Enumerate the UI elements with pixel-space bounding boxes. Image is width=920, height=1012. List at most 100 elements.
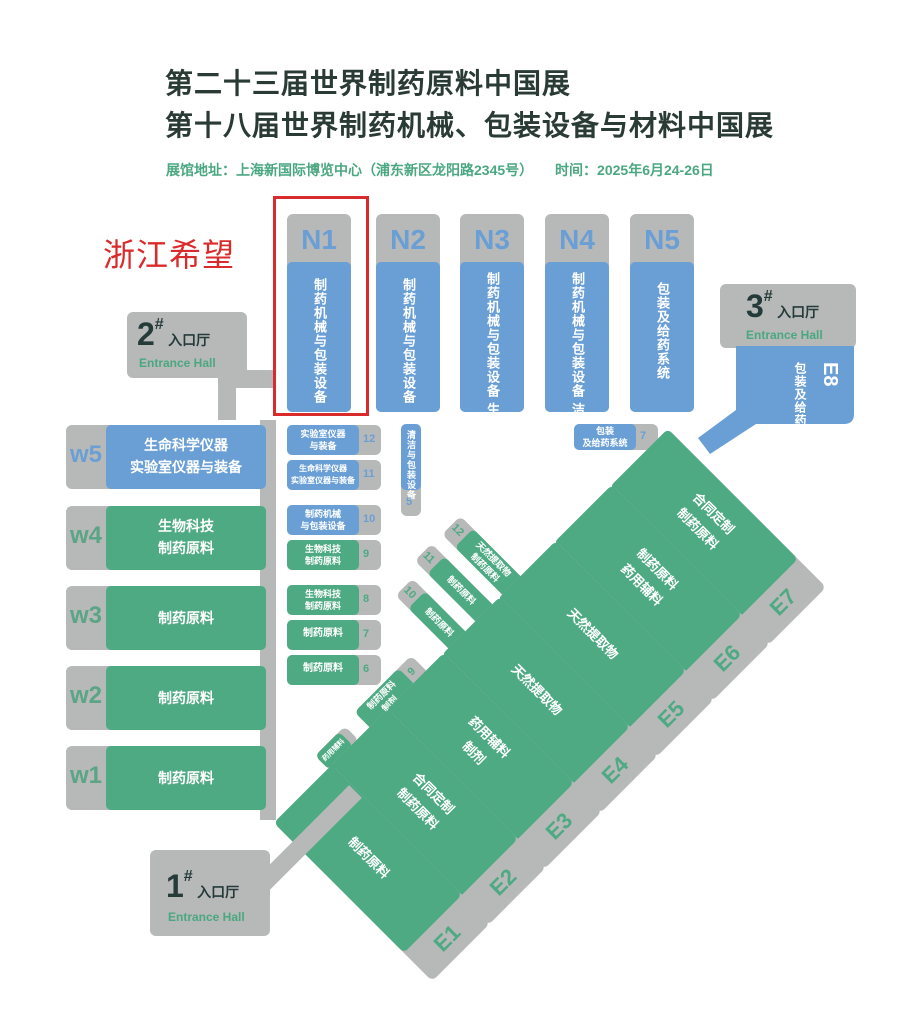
hall-e8-id: E8: [819, 362, 841, 387]
entrance-number: 3: [746, 288, 764, 324]
hall-label: 包装及给药系统: [655, 282, 670, 380]
entrance-hall-2[interactable]: 2# 入口厅 Entrance Hall: [127, 312, 247, 378]
entrance-cn: 入口厅: [777, 304, 820, 320]
small-hall-11[interactable]: 生命科学仪器 实验室仪器与装备 11: [287, 460, 381, 490]
hall-id: E3: [540, 807, 578, 845]
small-hall-10[interactable]: 制药机械 与包装设备 10: [287, 505, 381, 535]
hall-label: 制药机械与包装设备 洁净与环保: [570, 272, 585, 473]
small-hall-line2: 制药原料: [304, 556, 341, 566]
hall-e-small-zone: 包装 及给药系统: [574, 424, 636, 450]
hall-id: N3: [474, 224, 510, 255]
hall-id: E4: [596, 751, 634, 789]
small-hall-zone: 生物科技 制药原料: [287, 585, 359, 615]
hall-line1: 制药原料: [158, 770, 214, 786]
small-hall-line2: 制药原料: [304, 601, 341, 611]
small-hall-line2: 实验室仪器与装备: [291, 476, 355, 485]
small-hall-zone: 实验室仪器 与装备: [287, 425, 359, 455]
hall-line1: 制药原料: [158, 610, 214, 626]
small-hall-9[interactable]: 生物科技 制药原料 9: [287, 540, 381, 570]
hall-label: 制药机械与包装设备: [401, 278, 416, 404]
hall-line1: 生物科技: [158, 518, 214, 534]
small-hall-line1: 生物科技: [304, 544, 341, 554]
hall-id: N2: [390, 224, 426, 255]
hall-line2: 制药原料: [158, 540, 214, 556]
hall-id: w1: [69, 762, 102, 789]
hall-w2-zone: 制药原料: [106, 666, 266, 730]
hall-id: w5: [69, 441, 102, 468]
hall-id: E5: [652, 695, 690, 733]
hall-label: 制药机械与包装设备 生物工程: [485, 272, 500, 459]
small-hall-line1: 制药原料: [303, 663, 343, 674]
entrance-en: Entrance Hall: [746, 328, 823, 342]
hall-id: E6: [708, 639, 746, 677]
annotation-label: 浙江希望: [103, 237, 236, 273]
hall-line1: 生命科学仪器: [144, 437, 228, 453]
hall-n5[interactable]: N5 包装及给药系统: [630, 214, 694, 412]
hall-id: w4: [69, 522, 102, 549]
small-hall-line1: 生物科技: [304, 589, 341, 599]
small-hall-zone: 制药机械 与包装设备: [287, 505, 359, 535]
hall-e-small[interactable]: 包装 及给药系统 7: [574, 424, 658, 450]
hall-n5-zone: 包装及给药系统: [630, 262, 694, 412]
hall-id: N4: [559, 224, 595, 255]
hall-id: E1: [428, 919, 466, 957]
hall-line2: 实验室仪器与装备: [130, 459, 242, 475]
entrance-mark: #: [183, 868, 193, 885]
hall-w3[interactable]: w3 制药原料: [66, 586, 266, 650]
title-line-2: 第十八届世界制药机械、包装设备与材料中国展: [165, 110, 775, 141]
title-line-1: 第二十三届世界制药原料中国展: [165, 68, 572, 99]
entrance-hall-3[interactable]: 3# 入口厅 Entrance Hall: [720, 284, 856, 348]
hall-e8-label: 包装及给药系统: [793, 362, 807, 453]
hall-n1-zone: 制药机械与包装设备: [287, 262, 351, 412]
hall-id: E2: [484, 863, 522, 901]
small-hall-line2: 与装备: [309, 441, 337, 451]
hall-w5[interactable]: w5 生命科学仪器 实验室仪器与装备: [66, 425, 266, 489]
entrance-cn: 入口厅: [168, 332, 211, 348]
small-hall-num: 12: [363, 433, 376, 445]
hall-w4[interactable]: w4 生物科技 制药原料: [66, 506, 266, 570]
diag-hall-num: 11: [420, 549, 438, 567]
small-hall-zone: 制药原料: [287, 655, 359, 685]
hall-label: 制药机械与包装设备: [312, 278, 327, 404]
hall-w2[interactable]: w2 制药原料: [66, 666, 266, 730]
small-hall-num: 7: [640, 430, 647, 442]
hall-mid-blue-zone: 清洁与包装设备: [401, 424, 421, 500]
hall-id: N5: [644, 224, 680, 255]
small-hall-line2: 与包装设备: [300, 521, 346, 531]
hall-w4-zone: 生物科技 制药原料: [106, 506, 266, 570]
entrance-hall-1[interactable]: 1# 入口厅 Entrance Hall: [150, 850, 270, 936]
hall-w1[interactable]: w1 制药原料: [66, 746, 266, 810]
entrance-mark: #: [154, 316, 164, 333]
small-hall-line1: 制药原料: [303, 628, 343, 639]
entrance-cn: 入口厅: [197, 884, 240, 900]
diag-hall-num: 9: [405, 665, 419, 679]
small-hall-zone: 生物科技 制药原料: [287, 540, 359, 570]
small-hall-6[interactable]: 制药原料 6: [287, 655, 381, 685]
entrance-number: 1: [166, 868, 184, 904]
small-hall-num: 9: [363, 548, 370, 560]
hall-line1: 制药原料: [158, 690, 214, 706]
venue-info: 展馆地址：上海新国际博览中心（浦东新区龙阳路2345号） 时间：2025年6月2…: [166, 160, 732, 180]
small-hall-line2: 及给药系统: [582, 438, 628, 448]
hall-mid-blue[interactable]: 清洁与包装设备 5: [401, 424, 421, 516]
hall-e8-shape[interactable]: [696, 342, 860, 458]
small-hall-line1: 实验室仪器: [300, 429, 346, 439]
entrance-en: Entrance Hall: [168, 910, 245, 924]
small-hall-num: 6: [363, 663, 370, 675]
entrance-number: 2: [137, 316, 155, 352]
hall-n4[interactable]: N4 制药机械与包装设备 洁净与环保: [545, 214, 609, 473]
small-hall-8[interactable]: 生物科技 制药原料 8: [287, 585, 381, 615]
hall-n1[interactable]: N1 制药机械与包装设备: [287, 214, 351, 412]
small-hall-12[interactable]: 实验室仪器 与装备 12: [287, 425, 381, 455]
hall-label: 清洁与包装设备: [406, 430, 416, 500]
hall-n3[interactable]: N3 制药机械与包装设备 生物工程: [460, 214, 524, 459]
hall-n2[interactable]: N2 制药机械与包装设备: [376, 214, 440, 412]
exhibition-time: 时间：2025年6月24-26日: [555, 162, 714, 178]
hall-n4-zone: 制药机械与包装设备 洁净与环保: [545, 262, 609, 473]
small-hall-7[interactable]: 制药原料 7: [287, 620, 381, 650]
entrance-mark: #: [763, 288, 773, 305]
venue-address: 展馆地址：上海新国际博览中心（浦东新区龙阳路2345号）: [166, 162, 534, 178]
hall-id: N1: [301, 224, 337, 255]
hall-id: w3: [69, 602, 102, 629]
small-hall-num: 8: [363, 593, 370, 605]
